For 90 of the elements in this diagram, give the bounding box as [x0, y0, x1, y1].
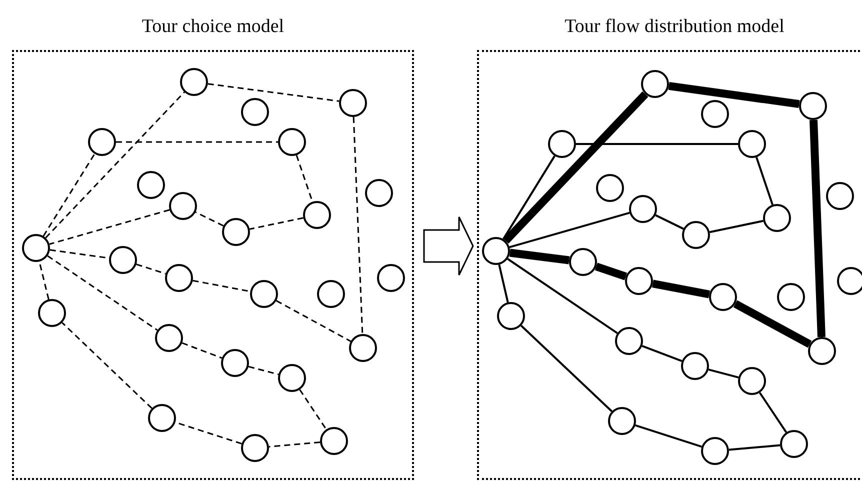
- connector-line: [642, 345, 682, 362]
- connector-line: [276, 300, 352, 342]
- connector-line: [509, 248, 570, 264]
- block-arrow: [423, 216, 474, 276]
- connector-line: [352, 116, 364, 334]
- connector-line: [182, 342, 222, 359]
- node-circle: [596, 174, 624, 202]
- node-circle: [615, 327, 643, 355]
- node-circle: [763, 204, 791, 232]
- node-circle: [681, 352, 709, 380]
- connector-line: [296, 155, 314, 202]
- node-circle: [88, 128, 116, 156]
- connector-line: [635, 424, 702, 448]
- panel-title: Tour flow distribution model: [564, 16, 786, 38]
- connector-line: [47, 255, 158, 331]
- node-circle: [250, 280, 278, 308]
- panel-title: Tour choice model: [140, 16, 286, 38]
- connector-line: [652, 280, 710, 298]
- connector-line: [728, 444, 780, 451]
- connector-line: [195, 212, 224, 226]
- connector-line: [208, 83, 340, 102]
- connector-line: [248, 366, 279, 376]
- connector-line: [710, 220, 764, 234]
- connector-line: [116, 141, 278, 143]
- node-circle: [482, 237, 510, 265]
- connector-line: [299, 389, 327, 430]
- node-circle: [377, 264, 405, 292]
- node-circle: [799, 92, 827, 120]
- connector-line: [250, 217, 304, 230]
- node-circle: [569, 248, 597, 276]
- node-circle: [497, 302, 525, 330]
- connector-line: [520, 324, 613, 412]
- connector-line: [45, 92, 185, 238]
- node-circle: [738, 367, 766, 395]
- node-circle: [548, 130, 576, 158]
- connector-line: [192, 280, 250, 292]
- node-circle: [278, 364, 306, 392]
- connector-line: [576, 143, 738, 145]
- connector-line: [62, 322, 152, 409]
- node-circle: [222, 218, 250, 246]
- node-circle: [780, 430, 808, 458]
- connector-line: [668, 82, 800, 108]
- connector-line: [136, 264, 166, 274]
- node-circle: [641, 70, 669, 98]
- node-circle: [169, 192, 197, 220]
- node-circle: [137, 171, 165, 199]
- connector-line: [49, 209, 170, 245]
- connector-line: [268, 441, 320, 448]
- node-circle: [349, 334, 377, 362]
- node-circle: [165, 264, 193, 292]
- connector-line: [502, 155, 556, 240]
- connector-line: [507, 258, 618, 334]
- connector-line: [708, 368, 739, 378]
- node-circle: [701, 100, 729, 128]
- connector-line: [594, 262, 628, 280]
- node-circle: [826, 182, 854, 210]
- node-circle: [317, 280, 345, 308]
- node-circle: [303, 201, 331, 229]
- node-circle: [241, 98, 269, 126]
- connector-line: [756, 156, 774, 206]
- node-circle: [155, 324, 183, 352]
- node-circle: [38, 299, 66, 327]
- node-circle: [339, 89, 367, 117]
- node-circle: [365, 179, 393, 207]
- connector-line: [498, 264, 509, 303]
- connector-line: [758, 392, 788, 433]
- node-circle: [180, 68, 208, 96]
- node-circle: [738, 130, 766, 158]
- node-circle: [808, 337, 836, 365]
- node-circle: [22, 234, 50, 262]
- node-circle: [625, 267, 653, 295]
- node-circle: [148, 404, 176, 432]
- connector-line: [42, 153, 96, 237]
- connector-line: [655, 214, 684, 230]
- connector-line: [733, 300, 812, 348]
- connector-line: [509, 212, 630, 248]
- connector-line: [502, 91, 648, 244]
- node-circle: [278, 128, 306, 156]
- node-circle: [241, 434, 269, 462]
- connector-line: [810, 120, 826, 338]
- node-circle: [109, 246, 137, 274]
- node-circle: [837, 267, 862, 295]
- node-circle: [777, 283, 805, 311]
- node-circle: [629, 195, 657, 223]
- node-circle: [320, 427, 348, 455]
- node-circle: [682, 221, 710, 249]
- node-circle: [221, 349, 249, 377]
- node-circle: [608, 407, 636, 435]
- node-circle: [701, 437, 729, 465]
- node-circle: [709, 283, 737, 311]
